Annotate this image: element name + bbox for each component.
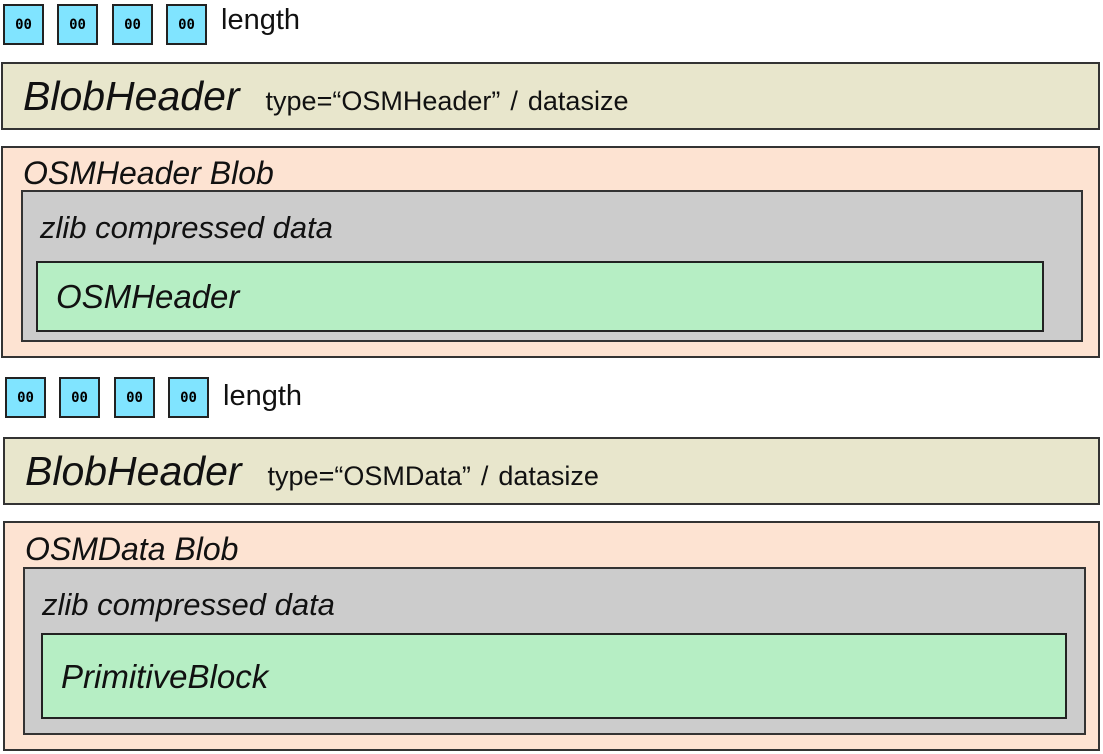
- blob-header-title: BlobHeader: [23, 72, 240, 119]
- length-byte-1: 00: [3, 4, 44, 45]
- length-byte-3: 00: [114, 377, 155, 418]
- blob-header-title: BlobHeader: [25, 447, 242, 494]
- osmdata-blob: OSMData Blob zlib compressed data Primit…: [3, 521, 1100, 751]
- length-byte-2: 00: [59, 377, 100, 418]
- length-byte-2: 00: [57, 4, 98, 45]
- blob-header-bar: BlobHeader type=“OSMData” / datasize: [3, 437, 1100, 505]
- inner-title: PrimitiveBlock: [61, 657, 269, 695]
- blob-header-separator: /: [510, 85, 518, 116]
- blob-header-type: type=“OSMHeader”: [265, 85, 501, 116]
- osmheader-blob: OSMHeader Blob zlib compressed data OSMH…: [1, 146, 1100, 358]
- blob-header-bar: BlobHeader type=“OSMHeader” / datasize: [1, 62, 1100, 130]
- blob-header-datasize: datasize: [498, 460, 599, 491]
- length-byte-1: 00: [5, 377, 46, 418]
- inner-title: OSMHeader: [56, 278, 240, 315]
- blob-header-datasize: datasize: [527, 85, 629, 116]
- zlib-compressed-block: zlib compressed data OSMHeader: [21, 190, 1083, 342]
- osmheader-content: OSMHeader: [36, 261, 1044, 332]
- length-byte-4: 00: [168, 377, 209, 418]
- blob-title: OSMData Blob: [25, 531, 239, 567]
- zlib-title: zlib compressed data: [42, 587, 335, 622]
- blob-header-type: type=“OSMData”: [267, 460, 471, 491]
- length-label: length: [223, 380, 303, 412]
- blob-title: OSMHeader Blob: [23, 155, 274, 191]
- zlib-compressed-block: zlib compressed data PrimitiveBlock: [23, 567, 1086, 735]
- blob-header-separator: /: [480, 460, 489, 491]
- length-label: length: [221, 4, 301, 36]
- length-byte-3: 00: [112, 4, 153, 45]
- length-byte-4: 00: [166, 4, 207, 45]
- primitiveblock-content: PrimitiveBlock: [41, 633, 1067, 719]
- zlib-title: zlib compressed data: [40, 210, 333, 245]
